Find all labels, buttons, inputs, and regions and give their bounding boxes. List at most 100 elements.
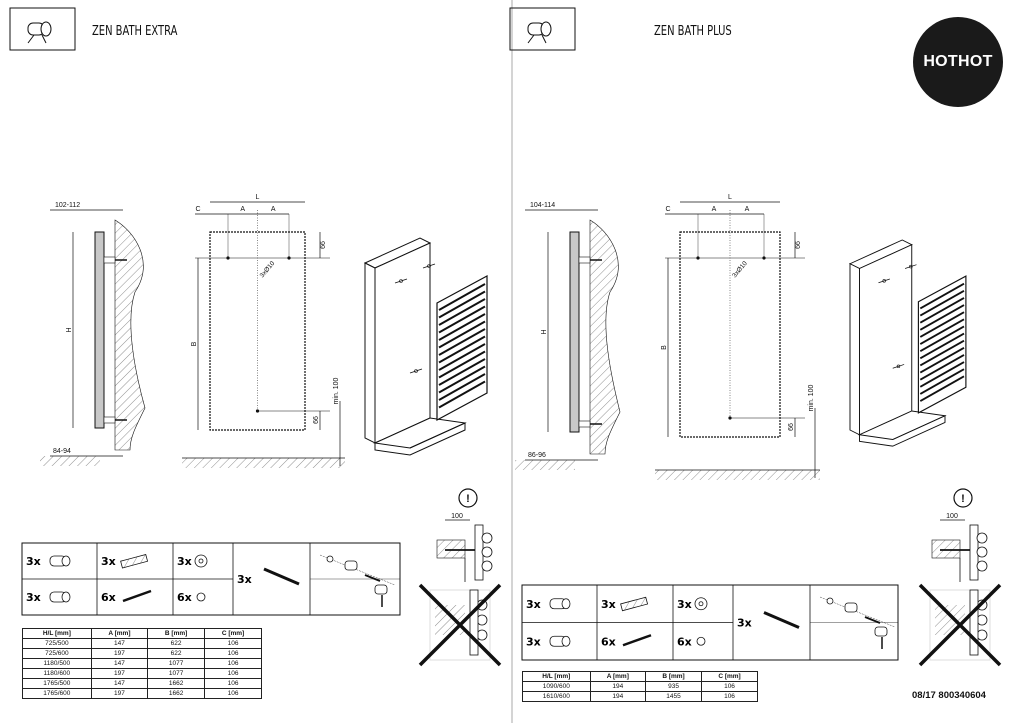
table-cell: 1090/600 [522, 681, 591, 692]
iso-radiator-bar [438, 380, 486, 409]
iso-radiator-bar [438, 365, 486, 394]
bolt-icon [122, 589, 152, 603]
iso-radiator-bar [438, 320, 486, 349]
iso-radiator-bar [438, 373, 486, 401]
dimension-top-offset: 66 [320, 241, 327, 249]
part-quantity: 3x [601, 598, 616, 611]
column-header: C [mm] [204, 628, 262, 639]
isometric-view [848, 239, 967, 447]
part-quantity: 6x [101, 591, 116, 604]
dimension-h-label: H [541, 329, 548, 334]
table-cell: 106 [204, 648, 262, 659]
column-header: B [mm] [147, 628, 206, 639]
part-quantity: 6x [677, 635, 692, 648]
iso-radiator-bar [919, 346, 965, 374]
table-cell: 1077 [147, 658, 206, 669]
floor-section [40, 456, 100, 466]
bolt-icon [622, 634, 652, 647]
detail-pipe [976, 629, 988, 641]
bracket-icon-ring [40, 21, 52, 37]
assembly-bolt-icon [864, 616, 881, 624]
table-cell: 1180/500 [22, 658, 92, 669]
iso-bracket-ring [427, 264, 431, 268]
wrong-install-area [429, 589, 491, 661]
detail-pipe [976, 532, 988, 544]
table-cell: 194 [589, 681, 647, 692]
floor-hatch [655, 470, 820, 480]
wall-detail-section [436, 539, 466, 559]
wall-detail-section [931, 539, 961, 559]
detail-pipe [481, 560, 493, 572]
iso-radiator-bar [438, 358, 486, 386]
detail-pipe [476, 629, 488, 641]
table-cell: 935 [645, 681, 703, 692]
column-header: A [mm] [589, 671, 647, 682]
cross-out-mark [918, 583, 1002, 667]
table-cell: 1765/600 [22, 688, 92, 699]
wall-detail-section [935, 605, 965, 635]
column-header: H/L [mm] [522, 671, 591, 682]
wall-section [589, 219, 621, 455]
brand-logo: HOTHOT [913, 17, 1003, 107]
iso-radiator-bar [919, 289, 965, 317]
table-header-row: H/L [mm]A [mm]B [mm]C [mm] [22, 628, 262, 639]
warning-icon-glyph: ! [961, 493, 965, 505]
iso-radiator-bar [438, 343, 486, 371]
wrong-install-area [929, 589, 991, 661]
wall-plug-icon [620, 596, 649, 612]
iso-radiator-bar [919, 311, 965, 338]
bracket-icon-ring [540, 21, 552, 37]
dimension-a-label: A [240, 206, 245, 213]
dimension-bottom-depth: 84-94 [53, 448, 71, 455]
iso-bracket [892, 364, 905, 369]
iso-radiator-bar [919, 332, 965, 360]
radiator-side-profile [94, 231, 105, 429]
iso-bracket [394, 278, 408, 284]
detail-pipe [476, 614, 488, 626]
iso-radiator-bar [919, 339, 965, 367]
dimension-top-depth: 102-112 [55, 202, 80, 209]
nut-icon [696, 636, 706, 646]
dimension-b-label: B [661, 345, 668, 350]
iso-bracket [422, 263, 436, 269]
detail-radiator-edge [969, 589, 979, 656]
table-cell: 106 [204, 668, 262, 679]
part-quantity: 3x [526, 598, 541, 611]
part-quantity: 6x [601, 635, 616, 648]
table-cell: 1610/600 [522, 691, 591, 702]
iso-radiator-bar [438, 298, 486, 326]
wall-bracket [578, 256, 591, 264]
dimension-bracket-distance: 100 [451, 513, 463, 520]
dimension-bottom-depth: 86-96 [528, 452, 546, 459]
hole-spec-label: 3xØ10 [259, 260, 277, 279]
table-cell: 147 [90, 658, 149, 669]
assembly-sleeve-icon [844, 602, 858, 613]
iso-radiator-bar [438, 350, 486, 379]
wall-detail-section [435, 605, 465, 635]
iso-bracket-ring [896, 364, 901, 369]
dimension-top-depth: 104-114 [530, 202, 555, 209]
iso-radiator-bar [438, 283, 486, 311]
table-cell: 106 [701, 681, 758, 692]
wall-bracket [578, 420, 591, 428]
washer-icon [698, 601, 704, 607]
wall-plug-icon [120, 553, 149, 569]
dimension-b-label: B [191, 341, 198, 346]
bracket-icon-legs [27, 34, 47, 44]
table-cell: 106 [204, 688, 262, 699]
iso-radiator-bar [919, 361, 965, 388]
column-header: B [mm] [645, 671, 703, 682]
table-cell: 147 [90, 678, 149, 689]
part-quantity: 3x [177, 555, 192, 568]
iso-radiator-bar [919, 375, 965, 402]
table-cell: 1455 [645, 691, 703, 702]
detail-radiator-edge [469, 589, 479, 656]
iso-radiator-bar [438, 290, 486, 319]
assembly-clamp-icon [374, 584, 388, 595]
